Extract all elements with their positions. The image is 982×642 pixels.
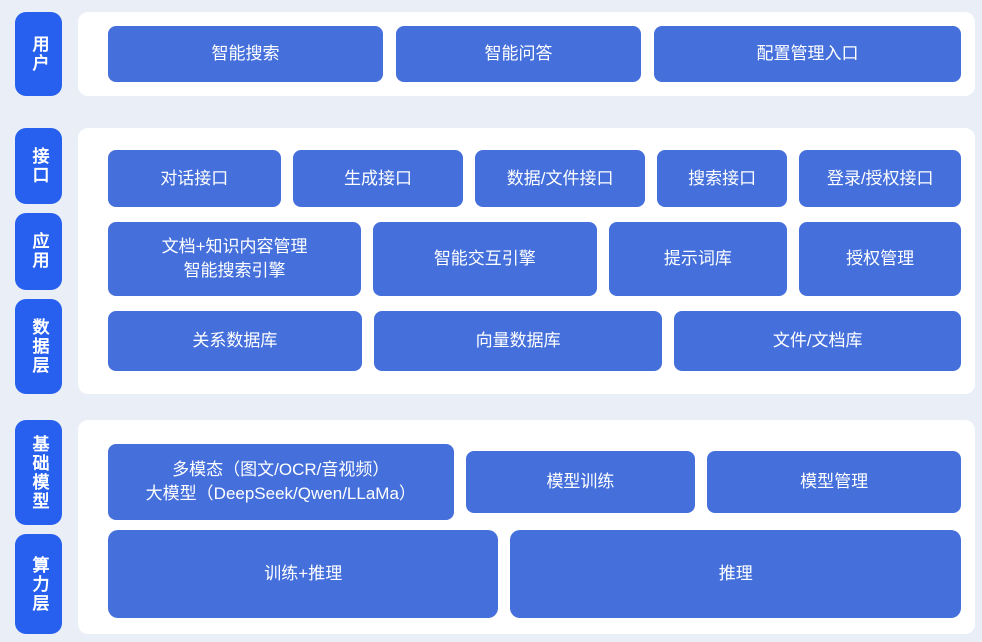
node-vector-database: 向量数据库 [373, 311, 663, 371]
node-authorization-management: 授权管理 [799, 222, 961, 296]
middle-layers-label-column: 接口 应用 数据层 [15, 128, 62, 394]
row-foundation-models: 多模态（图文/OCR/音视频） 大模型（DeepSeek/Qwen/LLaMa）… [108, 444, 962, 520]
node-config-management-entry: 配置管理入口 [654, 26, 961, 82]
layer-label-compute-layer: 算力层 [15, 534, 62, 634]
layer-label-user: 用户 [15, 12, 62, 96]
panel-middle-layers: 对话接口 生成接口 数据/文件接口 搜索接口 登录/授权接口 文档+知识内容管理… [78, 128, 975, 394]
bottom-layers-label-column: 基础模型 算力层 [15, 420, 62, 634]
node-search-api: 搜索接口 [656, 150, 788, 207]
section-middle-layers: 接口 应用 数据层 对话接口 生成接口 数据/文件接口 搜索接口 登录/授权接口… [15, 128, 975, 394]
row-user-entries: 智能搜索 智能问答 配置管理入口 [108, 26, 961, 82]
node-prompt-library: 提示词库 [608, 222, 788, 296]
section-bottom-layers: 基础模型 算力层 多模态（图文/OCR/音视频） 大模型（DeepSeek/Qw… [15, 420, 975, 634]
row-data-stores: 关系数据库 向量数据库 文件/文档库 [108, 311, 961, 371]
row-applications: 文档+知识内容管理 智能搜索引擎 智能交互引擎 提示词库 授权管理 [108, 222, 961, 296]
layer-label-foundation-model: 基础模型 [15, 420, 62, 526]
node-smart-interaction-engine: 智能交互引擎 [373, 222, 597, 296]
node-generation-api: 生成接口 [292, 150, 464, 207]
node-relational-database: 关系数据库 [108, 311, 362, 371]
panel-bottom-layers: 多模态（图文/OCR/音视频） 大模型（DeepSeek/Qwen/LLaMa）… [78, 420, 975, 634]
row-compute: 训练+推理 推理 [108, 530, 961, 618]
panel-user-layer: 智能搜索 智能问答 配置管理入口 [78, 12, 975, 96]
node-file-document-store: 文件/文档库 [674, 311, 961, 371]
layer-label-data-layer: 数据层 [15, 299, 62, 394]
node-dialog-api: 对话接口 [108, 150, 281, 207]
node-multimodal-llm: 多模态（图文/OCR/音视频） 大模型（DeepSeek/Qwen/LLaMa） [108, 444, 454, 520]
layer-label-interface: 接口 [15, 128, 62, 204]
node-doc-knowledge-search-engine: 文档+知识内容管理 智能搜索引擎 [108, 222, 362, 296]
row-interfaces: 对话接口 生成接口 数据/文件接口 搜索接口 登录/授权接口 [108, 150, 961, 207]
node-login-auth-api: 登录/授权接口 [799, 150, 961, 207]
node-model-training: 模型训练 [465, 451, 696, 513]
section-user-layer: 用户 智能搜索 智能问答 配置管理入口 [15, 12, 975, 96]
node-smart-search: 智能搜索 [108, 26, 383, 82]
node-smart-qa: 智能问答 [396, 26, 641, 82]
node-model-management: 模型管理 [707, 451, 962, 513]
node-data-file-api: 数据/文件接口 [475, 150, 645, 207]
user-layer-label-column: 用户 [15, 12, 62, 96]
node-inference: 推理 [510, 530, 961, 618]
node-training-inference: 训练+推理 [108, 530, 499, 618]
layer-label-application: 应用 [15, 212, 62, 291]
